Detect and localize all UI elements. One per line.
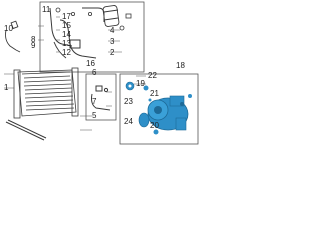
discharge-pipe [91,85,111,111]
condenser [13,67,79,119]
upper-group-frame [39,1,145,73]
callout-24: 24 [124,117,133,126]
callout-11: 11 [42,5,51,14]
compressor-group-frame [119,73,199,145]
callout-labels: 10 8 9 11 17 15 14 13 12 16 4 3 2 1 6 7 … [4,5,185,130]
callout-12: 12 [62,48,71,57]
callout-15: 15 [62,21,71,30]
callout-8: 8 [31,35,36,44]
callout-13: 13 [62,39,71,48]
callout-9: 9 [31,41,36,50]
callout-19: 19 [136,79,145,88]
receiver-drier [102,5,120,27]
callout-17: 17 [62,12,71,21]
upper-fittings [55,7,132,31]
callout-21: 21 [150,89,159,98]
callout-5: 5 [92,111,97,120]
leader-lines [4,16,146,131]
callout-10: 10 [4,24,13,33]
middle-group-frame [85,73,117,121]
callout-16: 16 [86,59,95,68]
bracket-strip [5,119,47,141]
callout-1: 1 [4,83,9,92]
diagram-canvas: 10 8 9 11 17 15 14 13 12 16 4 3 2 1 6 7 … [4,1,199,145]
callout-22: 22 [148,71,157,80]
compressor-clutch-parts [125,81,192,135]
callout-20: 20 [150,121,159,130]
callout-7: 7 [92,97,97,106]
callout-6: 6 [92,68,97,77]
compressor [147,95,189,131]
callout-4: 4 [110,26,115,35]
parts-diagram: 10 8 9 11 17 15 14 13 12 16 4 3 2 1 6 7 … [0,0,200,147]
callout-18: 18 [176,61,185,70]
callout-23: 23 [124,97,133,106]
callout-14: 14 [62,30,71,39]
callout-3: 3 [110,37,115,46]
hose-10 [5,20,21,53]
ac-pipes [49,7,105,59]
callout-2: 2 [110,48,115,57]
